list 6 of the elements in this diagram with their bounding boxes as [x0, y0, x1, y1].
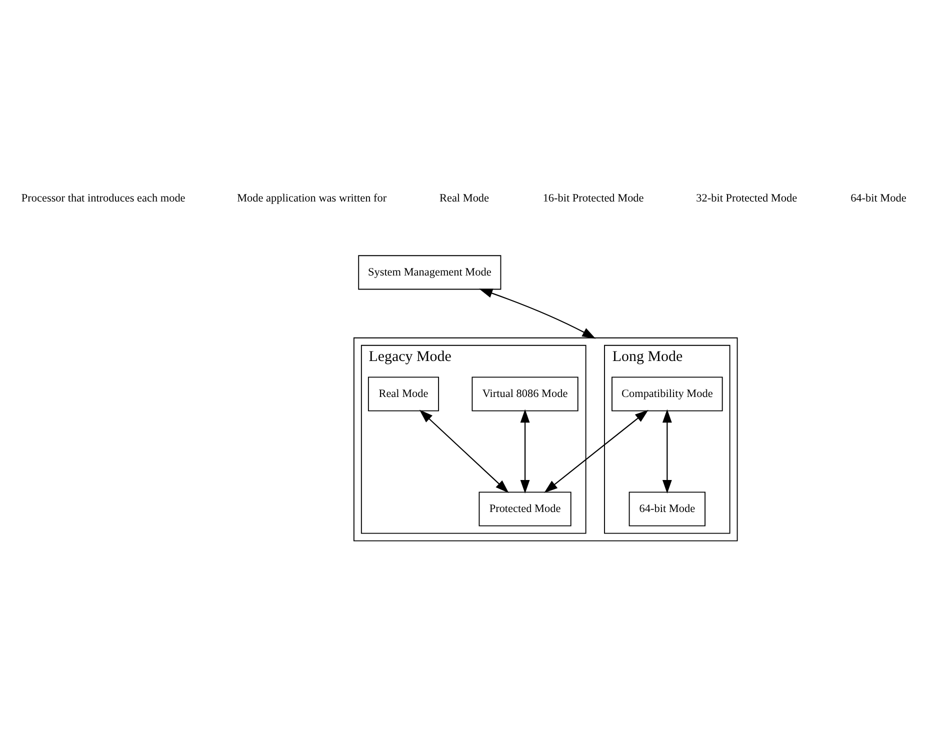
label: Mode application was written for: [237, 192, 387, 204]
label: Real Mode: [439, 192, 490, 204]
label: Processor that introduces each mode: [21, 192, 186, 204]
label: 16-bit Protected Mode: [542, 192, 644, 204]
label: 32-bit Protected Mode: [696, 192, 798, 204]
label: 64-bit Mode: [850, 192, 906, 204]
